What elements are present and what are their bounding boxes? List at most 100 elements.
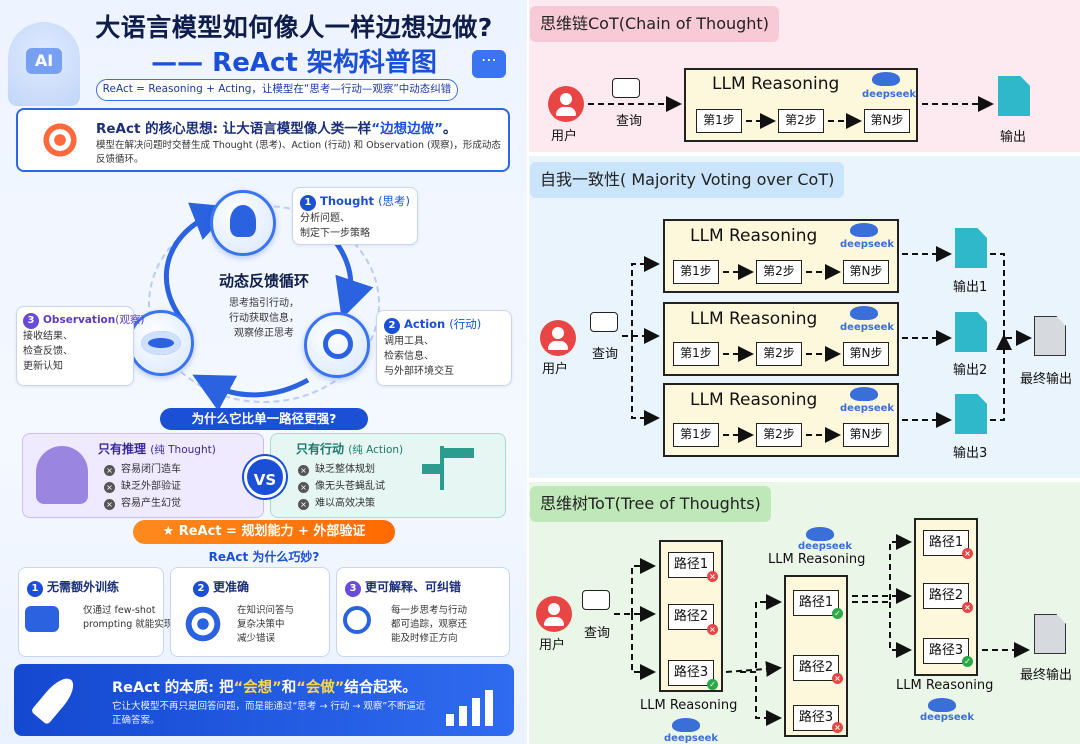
action-line: 检索信息、 <box>384 351 434 362</box>
step-box: 第N步 <box>843 260 889 284</box>
step-box: 第2步 <box>778 109 824 133</box>
check-mark-icon: ✓ <box>707 679 718 690</box>
action-line: 与外部环境交互 <box>384 366 454 377</box>
deepseek-whale-icon <box>850 387 878 401</box>
action-num: 2 <box>384 318 400 334</box>
query-label: 查询 <box>584 626 611 641</box>
output-label: 输出1 <box>953 280 988 295</box>
reason-line: 复杂决策中 <box>237 619 285 630</box>
react-poster: AI ⋯ 大语言模型如何像人一样边想边做? —— ReAct 架构科普图 ReA… <box>0 0 527 744</box>
how-clever-title: ReAct 为什么巧妙? <box>208 550 320 564</box>
list-item: ×难以高效决策 <box>298 495 385 512</box>
list-item-text: 容易闭门造车 <box>121 464 181 475</box>
reason-desc: 在知识问答与 复杂决策中 减少错误 <box>237 604 294 646</box>
reason-title-text: 更准确 <box>213 580 250 594</box>
reason-line: prompting 就能实现 <box>83 619 174 630</box>
reason-title-text: 更可解释、可纠错 <box>365 580 462 594</box>
llm-reasoning-label: LLM Reasoning <box>690 390 818 410</box>
thinking-head-icon <box>36 446 88 504</box>
poster-subtitle: —— ReAct 架构科普图 <box>151 48 437 78</box>
poster-title: 大语言模型如何像人一样边想边做? <box>95 13 493 42</box>
x-icon: × <box>298 482 309 493</box>
deepseek-label: deepseek <box>664 733 719 744</box>
magnifier-icon <box>343 606 371 634</box>
reason-line: 在知识问答与 <box>237 605 295 616</box>
deepseek-whale-icon <box>872 72 900 86</box>
only-action-paren: (纯 Action) <box>348 444 404 456</box>
deepseek-label: deepseek <box>798 541 853 552</box>
essence-title: ReAct 的本质: 把“会想”和“会做”结合起来。 <box>112 676 417 697</box>
x-icon: × <box>104 499 115 510</box>
formula-banner: ★ ReAct = 规划能力 + 外部验证 <box>133 520 395 544</box>
reason-line: 能及时修正方向 <box>391 633 458 644</box>
essence-banner <box>14 664 514 736</box>
core-idea-desc: 模型在解决问题时交替生成 Thought (思考)、Action (行动) 和 … <box>96 140 501 165</box>
path-box: 路径3 <box>793 705 839 731</box>
core-heading-text: ReAct 的核心思想: 让大语言模型像人类一样 <box>96 121 372 137</box>
tot-title: 思维树ToT(Tree of Thoughts) <box>530 486 771 522</box>
thought-line: 制定下一步策略 <box>300 228 370 239</box>
thought-title: Thought <box>320 194 375 208</box>
user-icon <box>536 596 572 632</box>
cycle-line: 观察修正思考 <box>234 328 294 339</box>
step-box: 第1步 <box>696 109 742 133</box>
thought-node <box>210 190 276 256</box>
final-output-label: 最终输出 <box>1020 668 1073 683</box>
cycle-center-title: 动态反馈循环 <box>218 272 309 290</box>
user-label: 用户 <box>551 129 578 144</box>
bullseye-icon <box>181 602 225 646</box>
growth-bar <box>472 698 480 726</box>
core-heading-emphasis: “边想边做” <box>371 121 444 137</box>
deepseek-whale-icon <box>850 306 878 320</box>
action-paren: (行动) <box>449 317 482 331</box>
path-box: 路径2 <box>923 583 969 609</box>
only-action-list: ×缺乏整体规划 ×像无头苍蝇乱试 ×难以高效决策 <box>298 461 385 512</box>
reason-num: 2 <box>193 581 209 597</box>
only-thought-title: 只有推理 (纯 Thought) <box>98 440 216 457</box>
cycle-line: 思考指引行动， <box>229 298 299 309</box>
reason-line: 都可追踪，观察还 <box>391 619 468 630</box>
check-mark-icon: ✓ <box>962 656 973 667</box>
definition-pill: ReAct = Reasoning + Acting，让模型在“思考—行动—观察… <box>96 79 458 101</box>
user-label: 用户 <box>539 638 566 653</box>
x-mark-icon: × <box>962 548 973 559</box>
reason-title: 2 更准确 <box>193 578 249 597</box>
signpost-icon <box>422 446 476 490</box>
path-box: 路径2 <box>793 655 839 681</box>
essence-mid: 和 <box>281 680 297 696</box>
x-mark-icon: × <box>962 602 973 613</box>
x-icon: × <box>298 465 309 476</box>
deepseek-label: deepseek <box>840 239 895 250</box>
deepseek-label: deepseek <box>840 322 895 333</box>
growth-bar <box>459 706 467 726</box>
deepseek-label: deepseek <box>920 712 975 723</box>
divider <box>527 0 529 744</box>
observation-num: 3 <box>23 313 39 329</box>
reason-line: 仅通过 few-shot <box>83 605 156 616</box>
path-box: 路径2 <box>668 604 714 630</box>
thought-num: 1 <box>300 195 316 211</box>
reason-desc: 每一步思考与行动 都可追踪，观察还 能及时修正方向 <box>391 604 467 646</box>
step-box: 第1步 <box>673 342 719 366</box>
only-action-box <box>270 433 506 518</box>
only-thought-paren: (纯 Thought) <box>150 444 216 456</box>
step-box: 第N步 <box>843 423 889 447</box>
reason-line: 每一步思考与行动 <box>391 605 468 616</box>
ai-badge: AI <box>26 48 62 74</box>
x-icon: × <box>104 482 115 493</box>
query-bubble-icon <box>612 78 640 98</box>
only-thought-title-text: 只有推理 <box>98 442 147 456</box>
output-doc-icon <box>955 394 987 434</box>
eye-chart-icon <box>141 331 181 355</box>
user-label: 用户 <box>542 362 569 377</box>
llm-reasoning-label: LLM Reasoning <box>712 74 840 94</box>
reason-card-2: 2 更准确 在知识问答与 复杂决策中 减少错误 <box>170 567 330 657</box>
list-item: ×容易产生幻觉 <box>104 495 181 512</box>
deepseek-whale-icon <box>850 223 878 237</box>
list-item: ×缺乏整体规划 <box>298 461 385 478</box>
output-label: 输出2 <box>953 363 988 378</box>
